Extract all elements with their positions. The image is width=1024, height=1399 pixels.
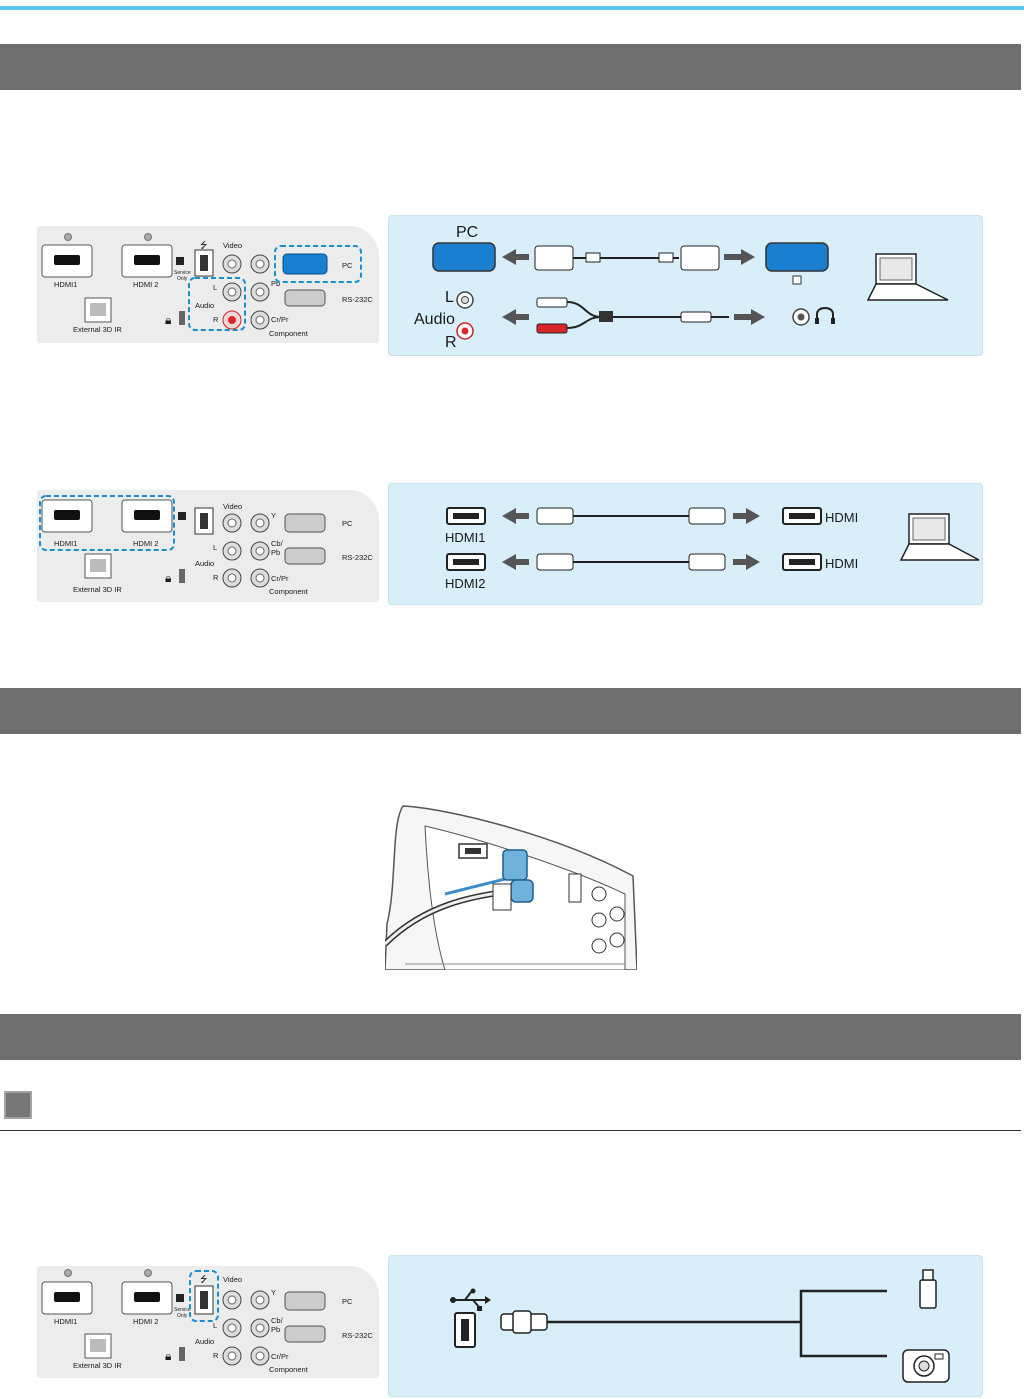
usb-icon: ⭍ [200,1274,208,1284]
panel-label-hdmi1: HDMI1 [54,280,77,289]
usb-highlight [189,1270,219,1322]
panel-label-audio-r: R [213,1351,219,1360]
panel-label-external-3d-ir: External 3D IR [73,1361,122,1370]
panel-label-audio: Audio [195,1337,214,1346]
panel-label-rs232c: RS-232C [342,295,373,304]
pc-vga-port [282,253,328,275]
panel-label-pc: PC [342,261,353,270]
laptop-icon [899,513,980,561]
headphones-icon [815,307,835,324]
top-accent-rule [0,0,1024,10]
svg-text:🔒︎: 🔒︎ [165,313,171,327]
external-3d-ir-port [84,297,112,323]
projector-vga-port [432,242,496,272]
computer-vga-port [765,242,829,272]
panel-label-audio: Audio [195,301,214,310]
svg-text:⭍: ⭍ [200,240,208,250]
svg-text:🔒︎: 🔒︎ [165,571,171,585]
lock-icon: 🔒︎ [165,313,171,327]
section-bar-usb-devices [0,1014,1021,1060]
svg-text:⭍: ⭍ [200,1274,208,1284]
lock-icon: 🔒︎ [165,571,171,585]
panel-label-video: Video [223,1275,242,1284]
panel-label-hdmi2: HDMI 2 [133,539,158,548]
panel-label-component: Component [269,329,309,338]
panel-label-only: Only [177,276,188,282]
panel-label-only: Only [177,1313,188,1319]
section-bar-cable-holder [0,688,1021,734]
hdmi-highlight [39,495,175,551]
diagram-label-hdmi1: HDMI1 [445,530,485,545]
projector-panel-hdmi: HDMI1 HDMI 2 External 3D IR 🔒︎ Video L A… [37,490,379,602]
panel-label-audio-r: R [213,315,219,324]
panel-label-cr-pr: Cr/Pr [271,1352,289,1361]
panel-label-external-3d-ir: External 3D IR [73,585,122,594]
panel-label-external-3d-ir: External 3D IR [73,325,122,334]
camera-icon [902,1349,950,1383]
panel-label-rs232c: RS-232C [342,1331,373,1340]
laptop-icon [866,253,949,301]
panel-label-video: Video [223,502,242,511]
diagram-label-hdmi2: HDMI2 [445,576,485,591]
diagram-label-r: R [445,334,457,351]
diagram-label-audio: Audio [414,311,455,328]
panel-label-cr-pr: Cr/Pr [271,574,289,583]
pc-vga-port [284,513,326,533]
panel-label-rs232c: RS-232C [342,553,373,562]
usb-icon: ⭍ [200,240,208,250]
panel-label-component: Component [269,587,309,596]
panel-label-service: Service [174,270,191,276]
diagram-usb-connection [388,1255,983,1397]
panel-label-pb: Pb [271,1325,280,1334]
panel-label-service: Service [174,1307,191,1313]
diagram-label-l: L [445,289,454,306]
panel-label-video: Video [223,241,242,250]
panel-label-y: Y [271,511,276,520]
panel-label-component: Component [269,1365,309,1374]
projector-panel-usb: HDMI1 HDMI 2 Service Only ⭍ External 3D … [37,1266,379,1378]
pc-highlight [274,245,362,283]
sub-heading [0,1091,1021,1131]
projector-panel-pc-audio: HDMI1 HDMI 2 Service Only ⭍ External 3D … [37,226,379,343]
panel-label-audio-r: R [213,573,219,582]
panel-label-pb: Pb [271,279,280,288]
panel-label-y: Y [271,1288,276,1297]
panel-label-hdmi1: HDMI1 [54,539,77,548]
sub-heading-square-icon [4,1091,32,1119]
panel-label-cr-pr: Cr/Pr [271,315,289,324]
usb-stick-icon [919,1269,937,1309]
panel-label-hdmi2: HDMI 2 [133,1317,158,1326]
panel-label-audio-l: L [213,1321,217,1330]
panel-label-audio-l: L [213,543,217,552]
panel-label-pc: PC [342,1297,353,1306]
audio-highlight [188,277,246,331]
panel-label-pb: Pb [271,548,280,557]
diagram-label-source-hdmi-1: HDMI [825,510,858,525]
panel-label-cb: Cb/ [271,1316,284,1325]
panel-label-cb: Cb/ [271,539,284,548]
panel-label-audio-l: L [213,283,217,292]
diagram-label-pc: PC [456,224,478,241]
lock-icon: 🔒︎ [165,1349,171,1363]
diagram-pc-connection: PC L Audio R [388,215,983,356]
usb-icon [450,1288,491,1311]
section-bar-connecting-computers [0,44,1021,90]
diagram-label-source-hdmi-2: HDMI [825,556,858,571]
cable-holder-illustration [382,804,638,971]
panel-label-hdmi1: HDMI1 [54,1317,77,1326]
panel-label-hdmi2: HDMI 2 [133,280,158,289]
panel-label-audio: Audio [195,559,214,568]
panel-label-pc: PC [342,519,353,528]
svg-text:🔒︎: 🔒︎ [165,1349,171,1363]
diagram-hdmi-connection: HDMI1 HDMI HDMI2 HDMI [388,483,983,605]
pc-vga-port [284,1291,326,1311]
